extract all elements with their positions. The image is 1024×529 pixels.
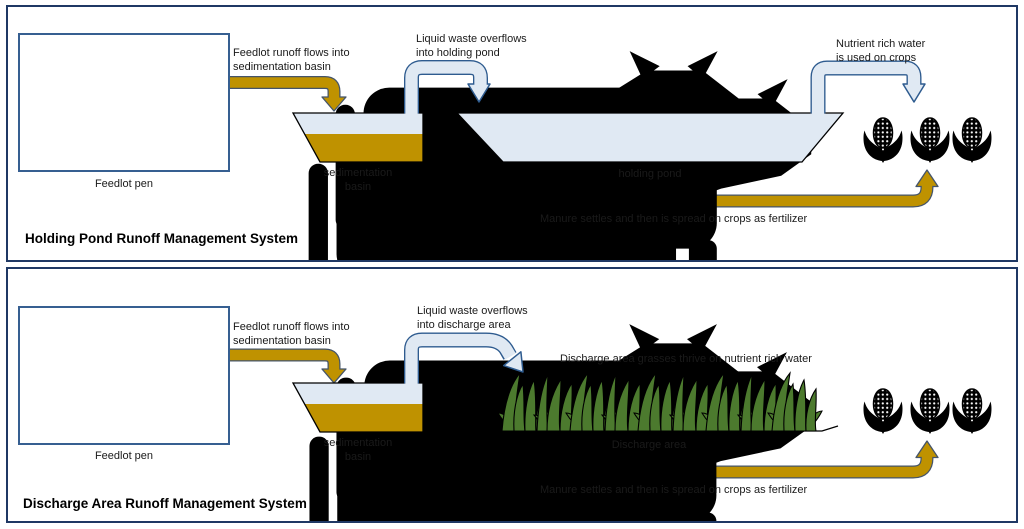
discharge-area-diagram <box>18 306 993 521</box>
runoff-arrow-label: Feedlot runoff flows into sedimentation … <box>233 47 350 73</box>
holding-pond-diagram <box>18 33 993 260</box>
feedlot-pen <box>18 306 811 521</box>
holding-pond <box>455 112 845 163</box>
runoff-arrow <box>230 76 347 112</box>
feedlot-pen <box>18 33 812 260</box>
feedlot-pen-label: Feedlot pen <box>94 450 154 462</box>
corn-icon <box>909 117 951 164</box>
feedlot-pen-box <box>18 306 230 445</box>
runoff-arrow-label: Feedlot runoff flows into sedimentation … <box>233 321 350 347</box>
panel-title: Holding Pond Runoff Management System <box>25 231 299 246</box>
overflow-arrow <box>404 60 491 116</box>
sedimentation-basin <box>291 382 424 433</box>
feedlot-pen-box <box>18 33 230 172</box>
crops <box>862 117 993 164</box>
feedlot-pen-label: Feedlot pen <box>94 178 154 190</box>
panel-title: Discharge Area Runoff Management System <box>23 496 307 511</box>
corn-icon <box>951 388 993 435</box>
holding-pond-label: holding pond <box>618 168 682 180</box>
manure-arrow-label: Manure settles and then is spread on cro… <box>540 484 808 496</box>
overflow-arrow <box>404 332 524 385</box>
grass-caption: Discharge area grasses thrive on nutrien… <box>560 353 812 365</box>
overflow-arrow-label: Liquid waste overflows into holding pond <box>416 33 527 59</box>
sedimentation-basin-label: sedimentation basin <box>323 167 393 193</box>
discharge-area-panel: Feedlot pen Feedlot runoff flows into se… <box>6 267 1018 523</box>
holding-pond-panel: Feedlot pen Feedlot runoff flows into se… <box>6 5 1018 262</box>
discharge-area-label: Discharge area <box>611 439 687 451</box>
corn-icon <box>951 117 993 164</box>
sedimentation-basin-label: sedimentation basin <box>323 437 393 463</box>
corn-icon <box>909 388 951 435</box>
corn-icon <box>862 388 904 435</box>
manure-arrow-label: Manure settles and then is spread on cro… <box>540 213 808 225</box>
corn-icon <box>862 117 904 164</box>
nutrient-arrow-label: Nutrient rich water is used on crops <box>836 38 926 64</box>
overflow-arrow-label: Liquid waste overflows into discharge ar… <box>417 305 528 331</box>
crops <box>862 388 993 435</box>
runoff-arrow <box>230 348 347 384</box>
nutrient-arrow <box>810 60 926 116</box>
sedimentation-basin <box>291 112 424 163</box>
